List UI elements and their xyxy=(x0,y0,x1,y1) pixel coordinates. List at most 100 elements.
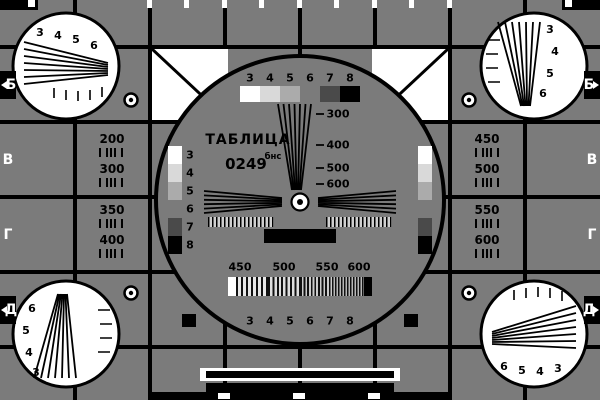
edge-castellation xyxy=(0,0,38,10)
burst-lines xyxy=(99,249,125,258)
scale-number: 5 xyxy=(286,314,294,328)
scale-number: 5 xyxy=(286,71,294,85)
wedge-number: 3 xyxy=(36,26,44,39)
black-reference-bar xyxy=(264,229,336,243)
wedge-number: 6 xyxy=(539,87,547,100)
sync-tick xyxy=(372,0,377,8)
wedge-number: 4 xyxy=(54,29,62,42)
scale-number: 4 xyxy=(186,166,194,180)
sync-tick xyxy=(293,393,305,399)
grid-line-vertical xyxy=(73,0,77,400)
grid-line-vertical xyxy=(148,0,152,400)
resolution-wedge xyxy=(23,41,109,85)
scale-number: 7 xyxy=(186,220,194,234)
sync-tick xyxy=(259,0,264,8)
resolution-wedge xyxy=(491,305,577,349)
wedge-number: 5 xyxy=(546,67,554,80)
sync-tick xyxy=(297,0,302,8)
row-label-right: Д xyxy=(582,302,596,318)
card-code-suffix: бнс xyxy=(264,152,282,162)
line-grating-right xyxy=(326,217,392,227)
wedge-label: 500 xyxy=(326,161,350,175)
target-marker xyxy=(461,285,477,301)
reference-ticks xyxy=(513,287,563,301)
burst-lines xyxy=(99,178,125,187)
reference-ticks xyxy=(486,39,500,83)
burst-label: 600 xyxy=(347,260,371,274)
scale-number: 3 xyxy=(186,148,194,162)
sync-tick xyxy=(184,0,189,8)
burst-lines xyxy=(99,148,125,157)
wedge-label: 400 xyxy=(326,138,350,152)
freq-label: 300 xyxy=(99,162,125,176)
row-pointer-icon xyxy=(593,81,599,89)
wedge-number: 3 xyxy=(554,362,562,375)
wedge-number: 6 xyxy=(90,39,98,52)
row-label-patch xyxy=(0,71,16,99)
reflection-bar-inner xyxy=(206,371,394,378)
wedge-label: 600 xyxy=(326,177,350,191)
corner-test-circle-top-left: 3 4 5 6 xyxy=(11,11,121,121)
card-code: 0249 xyxy=(225,155,267,173)
wedge-number: 4 xyxy=(25,346,33,359)
grid-line-horizontal xyxy=(0,345,600,349)
freq-label: 200 xyxy=(99,132,125,146)
grayscale-strip-right xyxy=(418,146,432,254)
target-marker xyxy=(461,92,477,108)
wedge-number: 4 xyxy=(551,45,559,58)
burst-lines xyxy=(475,178,501,187)
freq-label: 600 xyxy=(474,233,500,247)
sync-tick xyxy=(222,0,227,8)
scale-number: 4 xyxy=(266,314,274,328)
black-castellation-square xyxy=(404,314,418,327)
sync-tick xyxy=(447,0,452,8)
freq-label: 500 xyxy=(474,162,500,176)
burst-label: 450 xyxy=(228,260,252,274)
freq-label: 550 xyxy=(474,203,500,217)
definition-wedge-right xyxy=(317,190,397,214)
row-label-right: Б xyxy=(583,77,595,93)
grid-line-vertical xyxy=(448,0,452,400)
row-label-left: В xyxy=(2,152,14,168)
sync-tick xyxy=(28,0,35,7)
sync-tick xyxy=(147,0,152,8)
grid-line-vertical xyxy=(523,0,527,400)
scale-number: 8 xyxy=(346,71,354,85)
edge-castellation xyxy=(562,0,600,10)
burst-lines xyxy=(99,219,125,228)
burst-lines xyxy=(475,219,501,228)
wedge-number: 5 xyxy=(518,364,526,377)
sync-tick xyxy=(565,0,572,7)
corner-test-circle-bottom-right: 6 5 4 3 xyxy=(479,279,589,389)
grayscale-strip-left xyxy=(168,146,182,254)
freq-label: 400 xyxy=(99,233,125,247)
scale-number: 3 xyxy=(246,314,254,328)
corner-test-circle-bottom-left: 6 5 4 3 xyxy=(11,279,121,389)
sync-tick xyxy=(368,393,380,399)
target-marker xyxy=(123,92,139,108)
row-pointer-icon xyxy=(1,81,7,89)
freq-label: 450 xyxy=(474,132,500,146)
target-marker xyxy=(123,285,139,301)
row-pointer-icon xyxy=(593,306,599,314)
row-label-right: В xyxy=(586,152,598,168)
center-target-marker xyxy=(290,192,310,212)
scale-number: 6 xyxy=(306,314,314,328)
row-label-patch xyxy=(584,71,600,99)
resolution-wedge xyxy=(33,293,77,379)
row-label-left: Д xyxy=(4,302,18,318)
wedge-number: 5 xyxy=(72,33,80,46)
wedge-number: 6 xyxy=(28,302,36,315)
scale-number: 7 xyxy=(326,71,334,85)
scale-number: 3 xyxy=(246,71,254,85)
scale-number: 7 xyxy=(326,314,334,328)
row-label-left: Б xyxy=(5,77,17,93)
reference-ticks xyxy=(98,309,112,353)
scale-number: 8 xyxy=(346,314,354,328)
scale-number: 8 xyxy=(186,238,194,252)
wedge-number: 5 xyxy=(22,324,30,337)
wedge-label: 300 xyxy=(326,107,350,121)
grid-line-horizontal xyxy=(0,45,600,49)
reference-ticks xyxy=(53,87,103,101)
row-label-patch xyxy=(584,296,600,324)
